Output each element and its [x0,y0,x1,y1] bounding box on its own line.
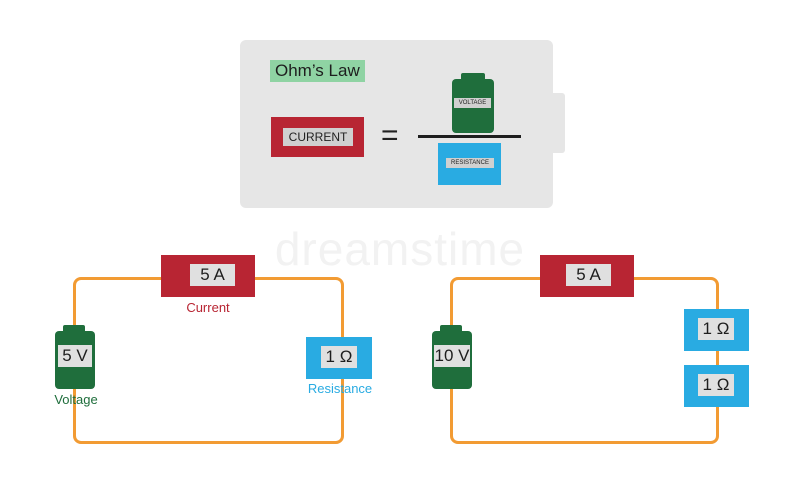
card-battery-terminal [553,93,565,153]
circuit1-current-value: 5 A [190,264,235,286]
resistance-label: RESISTANCE [446,158,494,168]
watermark: dreamstime [274,223,526,275]
equals-sign: = [381,119,399,152]
circuit2-current-value: 5 A [566,264,611,286]
voltage-battery-cap [461,73,485,81]
current-label: CURRENT [283,128,353,146]
circuit2-resistor2-value: 1 Ω [698,374,734,396]
formula-title: Ohm’s Law [270,60,365,82]
circuit1-resistance-value: 1 Ω [321,346,357,368]
circuit2-resistor1-value: 1 Ω [698,318,734,340]
circuit2-voltage-value: 10 V [434,345,470,367]
circuit1-voltage-caption: Voltage [54,392,98,407]
circuit1-current-caption: Current [186,300,230,315]
circuit2-battery-cap [440,325,462,333]
fraction-line [418,135,521,138]
circuit1-battery-cap [63,325,85,333]
circuit1-voltage-value: 5 V [58,345,92,367]
circuit1-resistance-caption: Resistance [307,381,373,396]
voltage-label: VOLTAGE [454,98,491,108]
circuit2-wire [450,277,719,444]
